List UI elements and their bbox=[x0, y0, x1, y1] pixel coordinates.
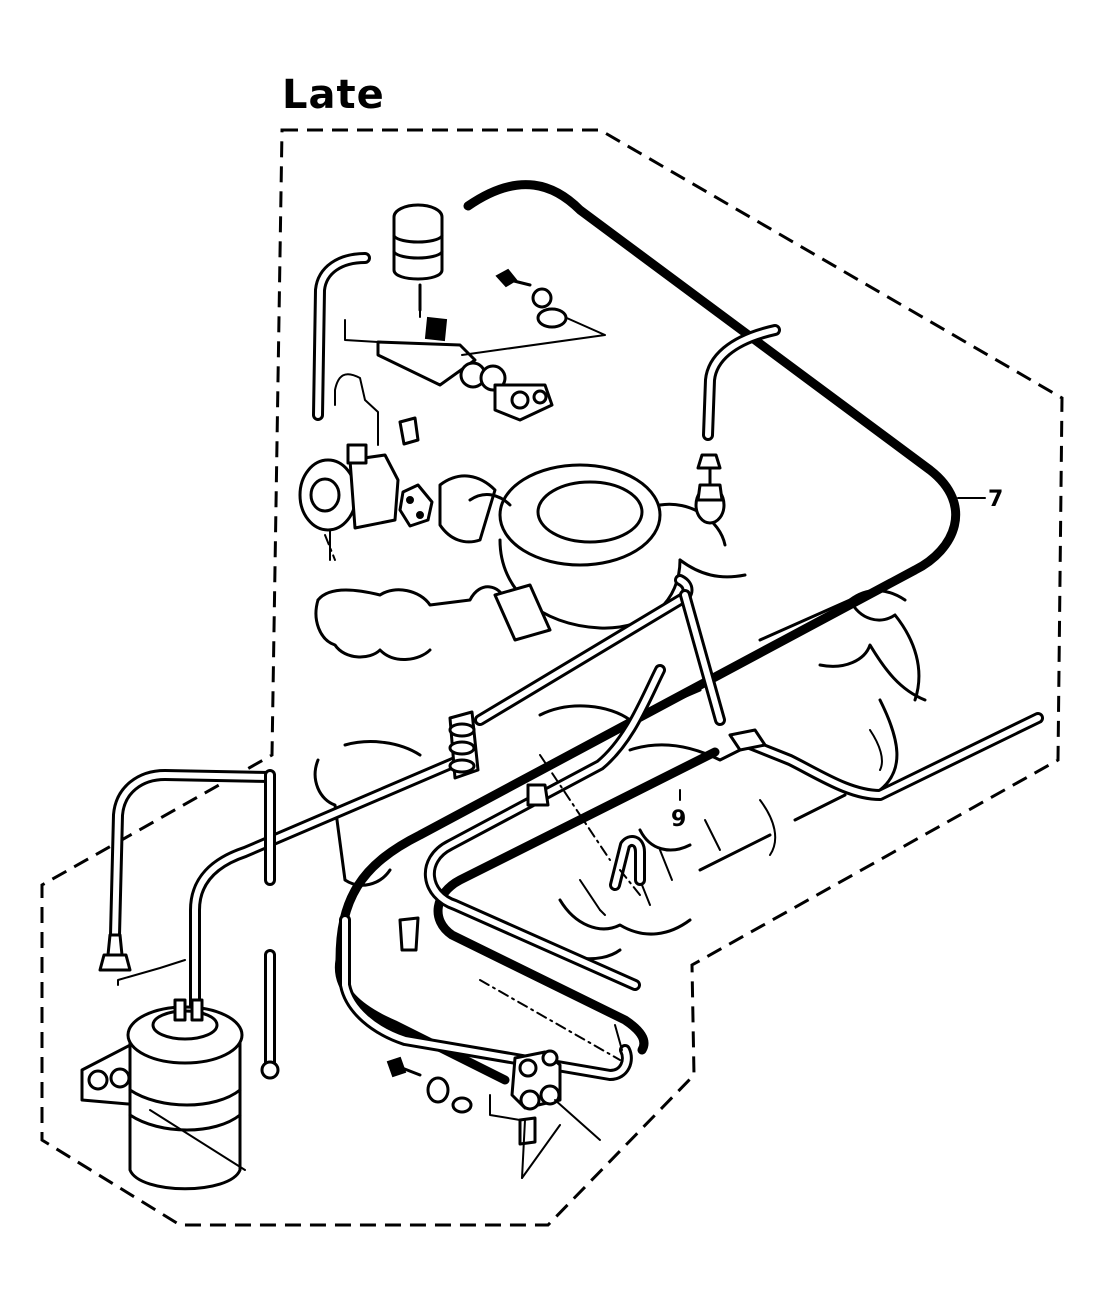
callout-7: 7 bbox=[988, 487, 1003, 512]
throttle-body bbox=[438, 463, 747, 642]
callout-9: 9 bbox=[671, 807, 686, 832]
vacuum-actuator bbox=[392, 203, 444, 312]
tube-caps bbox=[98, 933, 280, 1080]
vacuum-hose-9 bbox=[433, 747, 720, 1055]
charcoal-canister bbox=[80, 959, 246, 1191]
mounting-bracket bbox=[344, 314, 606, 422]
hose-clamps bbox=[398, 710, 767, 952]
bolt-and-nut-upper bbox=[495, 268, 568, 329]
vacuum-tubes bbox=[109, 252, 1044, 1081]
vacuum-solenoid-valve bbox=[298, 373, 434, 561]
diagram-title: Late bbox=[282, 72, 385, 118]
reference-leader-lines bbox=[324, 284, 641, 1061]
lower-valve-assembly bbox=[386, 1024, 623, 1179]
vacuum-hose-7 bbox=[335, 180, 961, 965]
check-valve bbox=[694, 453, 726, 525]
late-boundary-outline bbox=[40, 128, 1064, 1227]
